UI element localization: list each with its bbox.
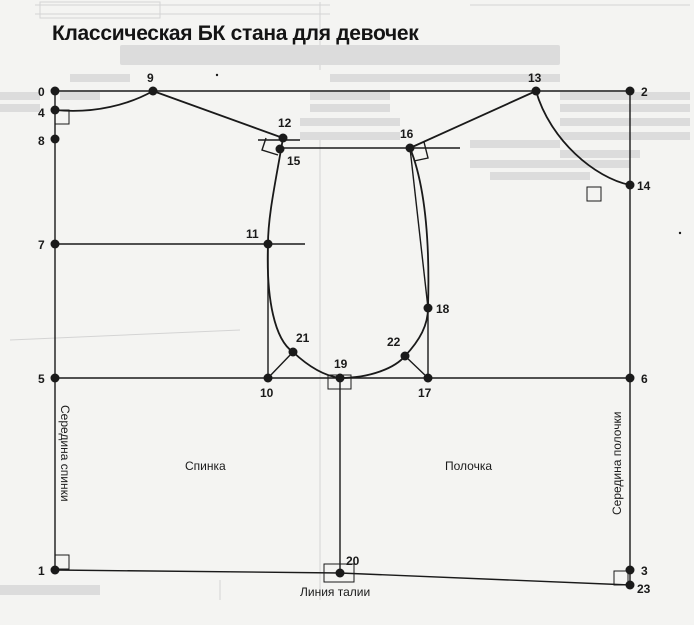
point-label-8: 8 [38, 134, 45, 148]
point-label-0: 0 [38, 85, 45, 99]
point-label-13: 13 [528, 71, 542, 85]
stray-dot [678, 231, 682, 235]
point-marker-1 [50, 565, 60, 575]
point-label-10: 10 [260, 386, 274, 400]
back-shoulder-line [152, 90, 284, 139]
point-label-7: 7 [38, 238, 45, 252]
point-marker-2 [625, 86, 635, 96]
point-marker-23 [625, 580, 635, 590]
center-back-label: Середина спинки [58, 405, 72, 502]
point-label-20: 20 [346, 554, 360, 568]
point-marker-16 [405, 143, 415, 153]
back-panel-label: Спинка [185, 459, 226, 473]
right-angle-mark-waist-front [613, 570, 629, 586]
point-marker-7 [50, 239, 60, 249]
point-label-4: 4 [38, 106, 45, 120]
back-neck-curve [54, 90, 154, 112]
front-armhole-bisector [404, 355, 429, 379]
point-marker-14 [625, 180, 635, 190]
front-panel-label: Полочка [445, 459, 492, 473]
point-marker-10 [263, 373, 273, 383]
point-marker-3 [625, 565, 635, 575]
right-angle-mark-neck-back [54, 109, 70, 125]
page-title: Классическая БК стана для девочек [52, 22, 419, 45]
point-label-18: 18 [436, 302, 450, 316]
point-label-9: 9 [147, 71, 154, 85]
point-marker-12 [278, 133, 288, 143]
point-marker-8 [50, 134, 60, 144]
front-neck-curve [535, 90, 631, 186]
point-marker-21 [288, 347, 298, 357]
point-label-22: 22 [387, 335, 401, 349]
point-marker-19 [335, 373, 345, 383]
point-label-3: 3 [641, 564, 648, 578]
point-label-23: 23 [637, 582, 651, 596]
right-angle-mark-neck-front [586, 186, 602, 202]
point-marker-6 [625, 373, 635, 383]
back-shoulder-angle-mark [261, 137, 279, 156]
right-angle-mark-waist-back [54, 554, 70, 570]
point-marker-18 [423, 303, 433, 313]
front-shoulder-angle-mark [413, 141, 429, 162]
front-shoulder-line [409, 90, 537, 149]
point-label-19: 19 [334, 357, 348, 371]
right-angle-mark-waist-side [323, 563, 355, 583]
point-marker-5 [50, 373, 60, 383]
point-label-2: 2 [641, 85, 648, 99]
center-front-label: Середина полочки [610, 412, 624, 515]
point-marker-15 [275, 144, 285, 154]
stray-dot [215, 73, 219, 77]
front-armhole-curve [339, 147, 430, 379]
point-label-16: 16 [400, 127, 414, 141]
point-marker-13 [531, 86, 541, 96]
waist-line-label: Линия талии [300, 585, 370, 599]
point-label-6: 6 [641, 372, 648, 386]
point-marker-11 [263, 239, 273, 249]
point-label-5: 5 [38, 372, 45, 386]
front-armhole-guide [409, 147, 429, 309]
point-label-11: 11 [246, 227, 259, 241]
point-label-1: 1 [38, 564, 45, 578]
point-marker-9 [148, 86, 158, 96]
point-label-17: 17 [418, 386, 432, 400]
point-label-12: 12 [278, 116, 292, 130]
back-armhole-curve [266, 137, 341, 379]
point-label-14: 14 [637, 179, 651, 193]
point-marker-17 [423, 373, 433, 383]
point-label-21: 21 [296, 331, 310, 345]
point-label-15: 15 [287, 154, 301, 168]
point-marker-20 [335, 568, 345, 578]
point-marker-4 [50, 105, 60, 115]
point-marker-22 [400, 351, 410, 361]
point-marker-0 [50, 86, 60, 96]
back-armhole-bisector [267, 351, 294, 379]
